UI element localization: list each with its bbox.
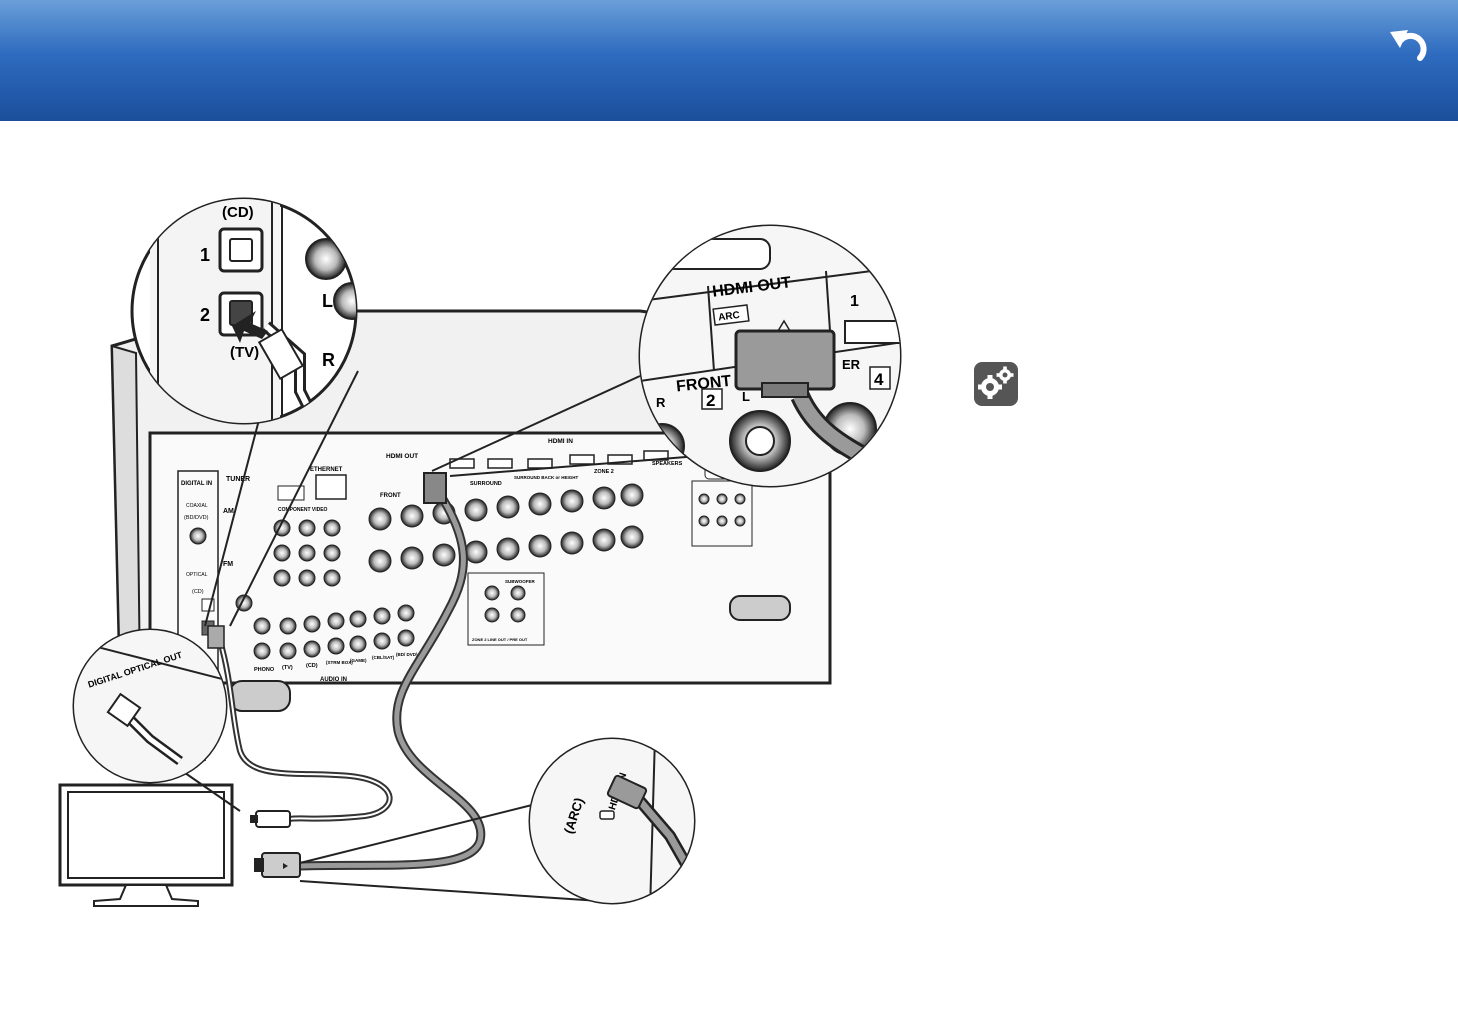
ethernet-port <box>315 474 347 500</box>
speaker-terminals <box>368 483 644 573</box>
zoom-label-height-4: 4 <box>874 370 884 389</box>
receiver-label-hdmi-out: HDMI OUT <box>386 453 418 460</box>
zoom-label-front-r: R <box>656 395 666 410</box>
settings-gear-badge <box>974 362 1018 406</box>
receiver-label-fm: FM <box>223 561 233 568</box>
receiver-label-speakers: SPEAKERS <box>652 461 683 467</box>
zoom-hdmi-plug <box>734 329 836 391</box>
zoom-label-left: L <box>322 291 333 311</box>
zoom-optical-input: (CD) 1 2 (TV) L R <box>130 197 358 425</box>
zoom-hdmi-out: HDMI OUT ARC 1 FRONT R 2 L ER 4 <box>638 224 902 488</box>
header-bar <box>0 0 1458 121</box>
receiver-label-cd-small: (CD) <box>192 589 204 595</box>
zoom-label-arc: ARC <box>718 310 741 324</box>
zoom-label-jack-1: 1 <box>200 245 210 265</box>
hdmi-in-ports <box>449 450 669 469</box>
receiver-label-surround: SURROUND <box>470 481 502 487</box>
back-button[interactable] <box>1380 18 1438 76</box>
zoom-label-front-2: 2 <box>706 391 715 410</box>
optical-plug-tv <box>255 810 291 828</box>
receiver-label-front: FRONT <box>380 493 401 499</box>
receiver-label-subwoofer: SUBWOOFER <box>505 579 535 584</box>
receiver-label-phono: PHONO <box>254 667 275 673</box>
hdmi-plug-tv <box>261 852 301 878</box>
connection-diagram: DIGITAL IN COAXIAL (BD/DVD) OPTICAL (CD)… <box>58 197 902 907</box>
zoom-label-front-l: L <box>742 389 750 404</box>
receiver-label-hdmi-in: HDMI IN <box>548 438 573 445</box>
zoom-tv-optical-out: DIGITAL OPTICAL OUT <box>72 628 228 784</box>
gear-icon <box>974 362 1018 406</box>
receiver-label-am: AM <box>223 508 234 515</box>
receiver-label-tuner: TUNER <box>226 476 250 483</box>
television <box>58 783 234 907</box>
receiver-label-tv: (TV) <box>282 665 293 671</box>
optical-plug-receiver <box>207 625 225 649</box>
receiver-label-coaxial: COAXIAL <box>186 503 208 509</box>
zoom-label-jack-2: 2 <box>200 305 210 325</box>
receiver-label-optical: OPTICAL <box>186 572 208 578</box>
back-arrow-icon <box>1390 30 1427 61</box>
receiver-label-component-video: COMPONENT VIDEO <box>278 507 328 513</box>
audio-in-jacks <box>253 604 415 660</box>
zoom-tv-hdmi-in: HDMI IN (ARC) <box>528 737 696 905</box>
hdmi-plug-receiver <box>423 472 447 504</box>
zoom-label-er: ER <box>842 357 861 372</box>
receiver-label-cbl-sat: (CBL/SAT) <box>372 655 395 660</box>
coaxial-jack <box>189 527 207 545</box>
receiver-label-cd-audio: (CD) <box>306 663 318 669</box>
zoom-label-tv: (TV) <box>230 344 259 361</box>
receiver-label-pre-out: ZONE 2 LINE OUT / PRE OUT <box>472 637 528 642</box>
receiver-label-audio-in: AUDIO IN <box>320 677 347 683</box>
receiver-label-game: (GAME) <box>350 658 367 663</box>
zoom-label-right: R <box>322 350 335 370</box>
receiver-label-bd-dvd: (BD/DVD) <box>184 515 209 521</box>
receiver-label-strm-box: (STRM BOX) <box>326 660 353 665</box>
receiver-label-zone2: ZONE 2 <box>594 469 614 475</box>
receiver-label-bd-dvd-audio: (BD/ DVD) <box>396 652 418 657</box>
receiver-label-digital-in: DIGITAL IN <box>181 481 212 487</box>
zoom-label-hdmi-1: 1 <box>850 293 859 310</box>
receiver-label-surround-back: SURROUND BACK or HEIGHT <box>514 475 579 480</box>
receiver-label-ethernet: ETHERNET <box>310 467 343 473</box>
component-video-jacks <box>273 519 341 587</box>
insert-arrow-icon <box>232 311 268 343</box>
zoom-label-cd: (CD) <box>222 204 254 221</box>
